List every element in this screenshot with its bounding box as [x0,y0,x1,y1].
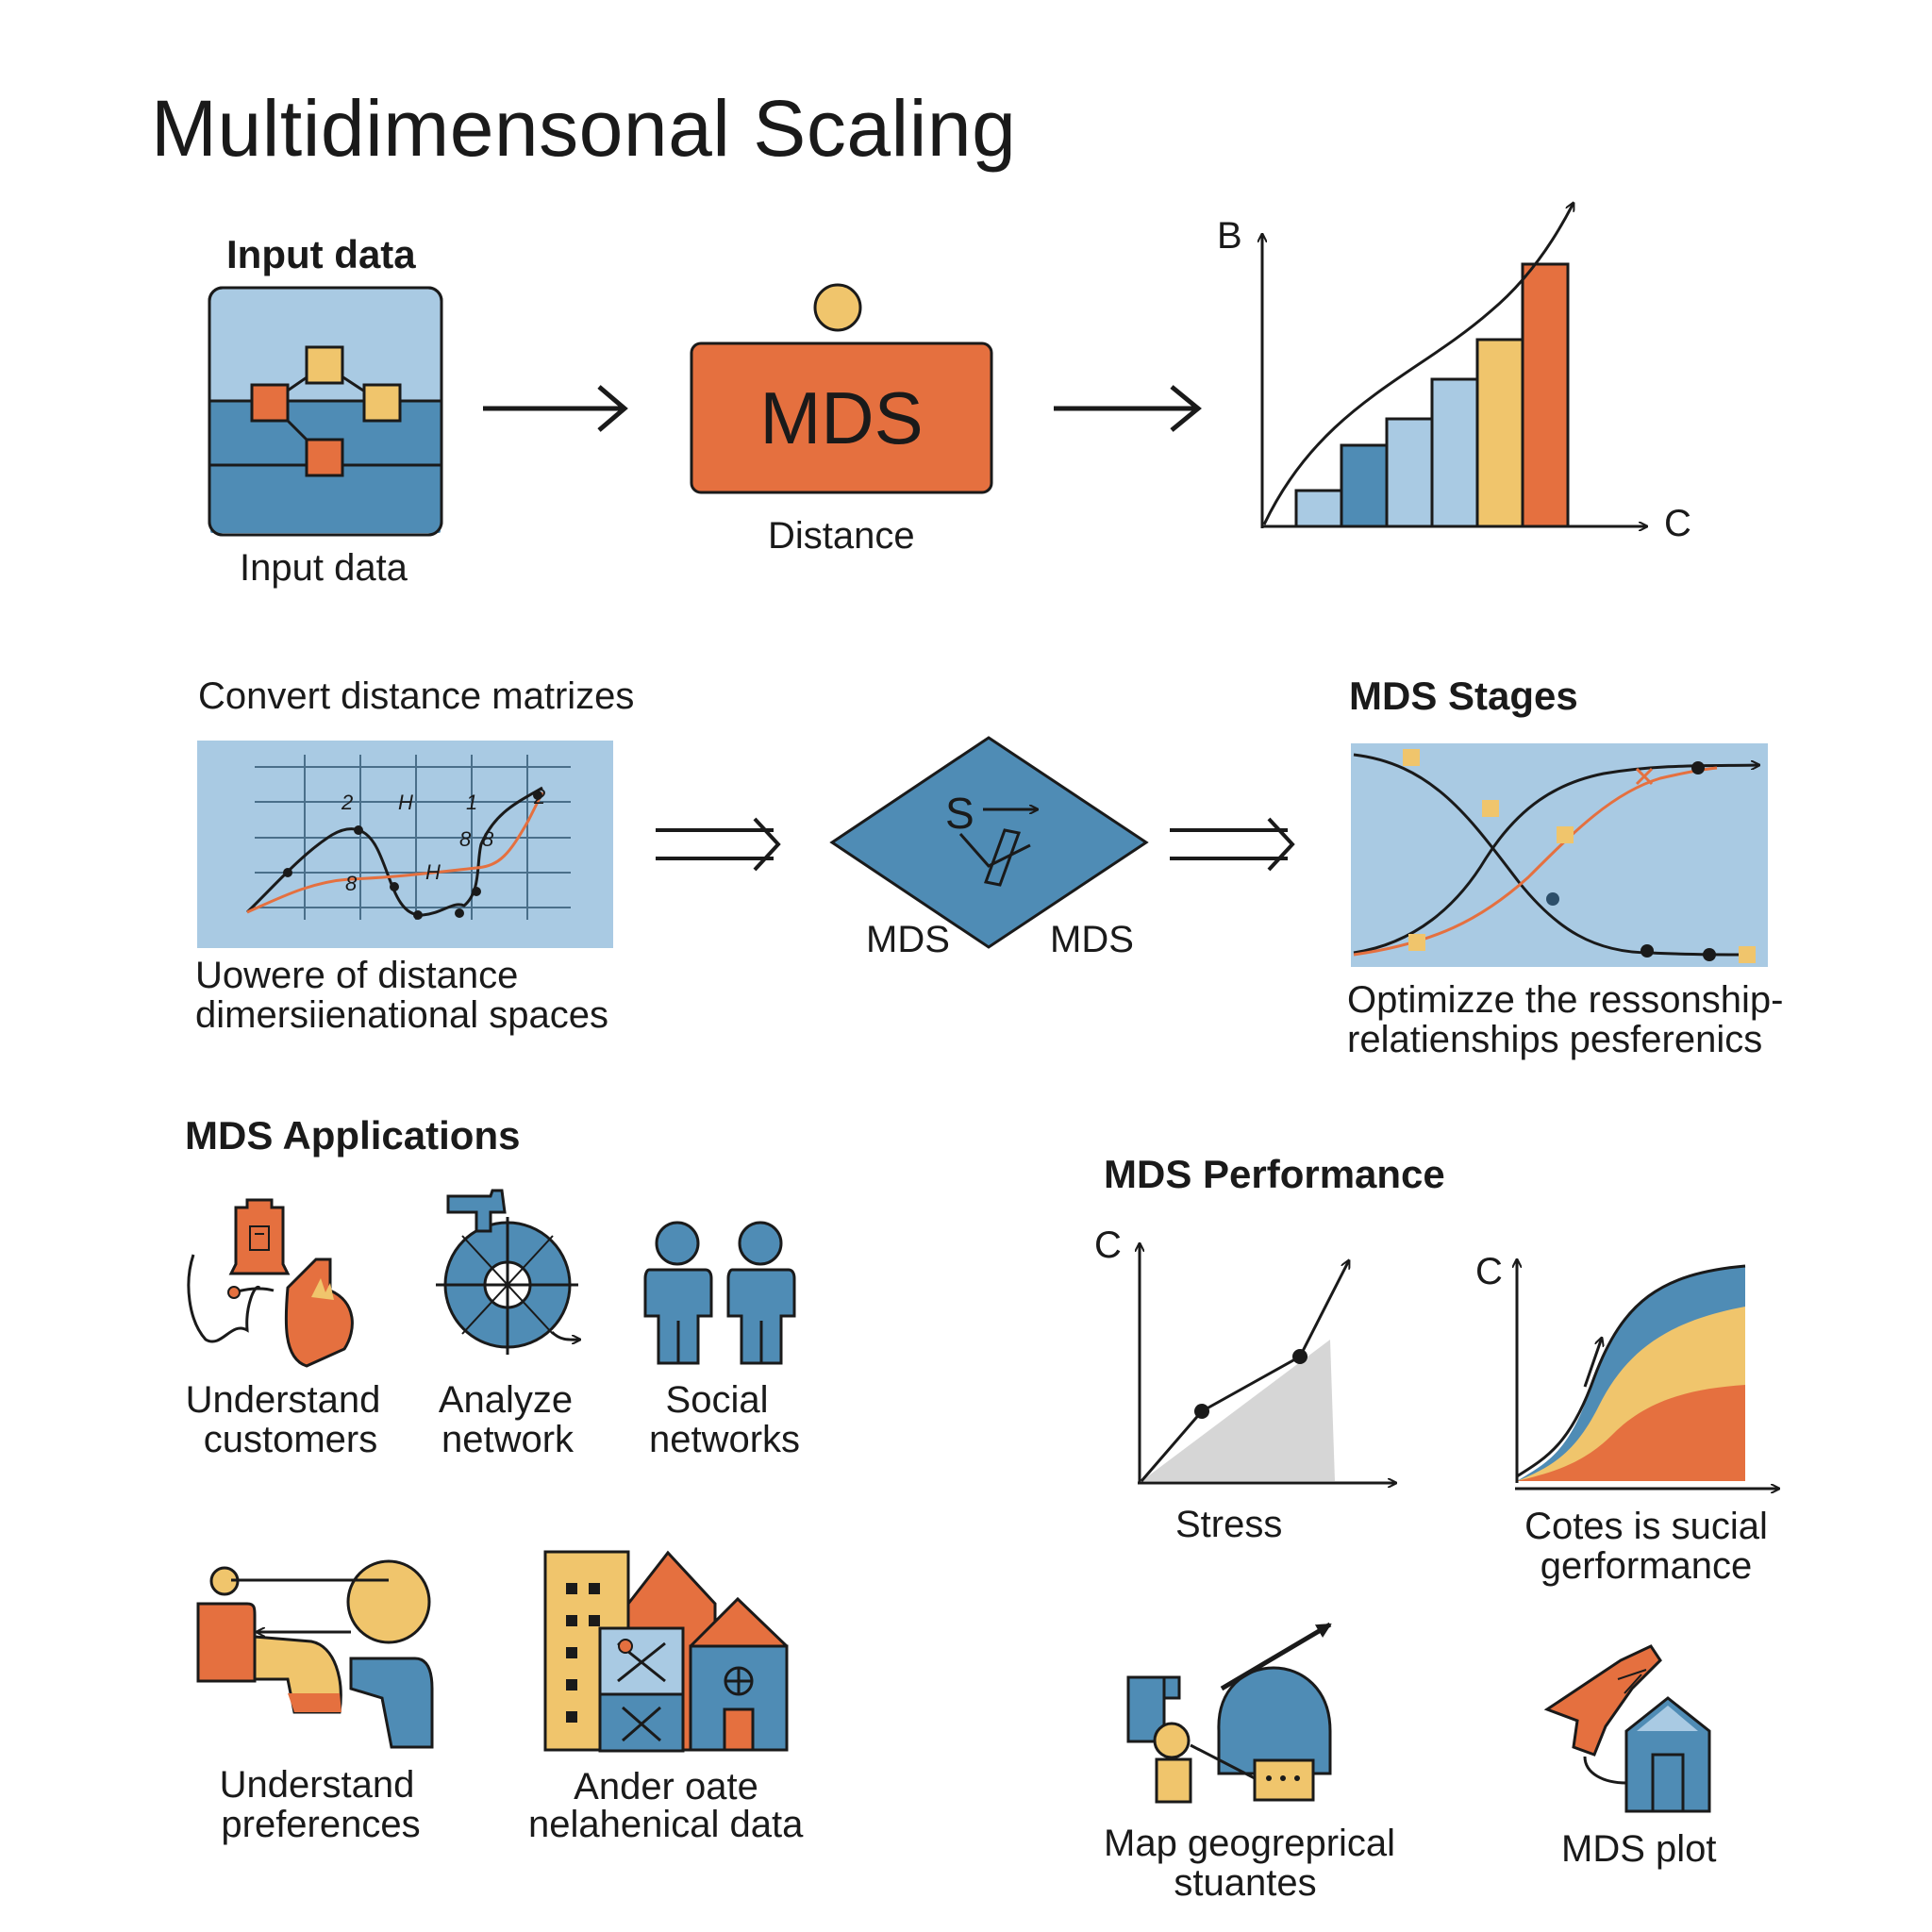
grid-label: 2 [341,791,354,814]
mds-stages-panel [1351,743,1768,967]
applications-heading: MDS Applications [185,1113,521,1158]
mds-box [690,283,993,494]
social-chart-caption-line2: gerformance [1540,1545,1753,1587]
top-bar-chart [1262,202,1647,528]
chart-bar [1385,417,1434,528]
app-preferences-line1: Understand [219,1764,415,1806]
grid-label: 1 [466,791,478,814]
input-data-heading: Input data [226,232,416,276]
chart-bar [1521,262,1570,528]
grid-label: 8 [345,872,358,895]
mds-box-label: MDS [759,376,924,459]
customers-icon [187,1198,354,1368]
app-customers-line1: Understand [185,1379,381,1421]
stress-chart-caption: Stress [1175,1504,1283,1545]
map-geographical-line2: stuantes [1174,1862,1317,1904]
convert-caption-line1: Uowere of distance [195,955,519,996]
stress-chart [1138,1243,1396,1483]
grid-label: 2 [534,785,546,808]
map-geographical-icon [1126,1622,1332,1804]
stages-caption-line1: Optimizze the ressonship- [1347,979,1784,1021]
social-chart-caption-line1: Cotes is sucial [1524,1506,1768,1547]
grid-label: 8 [482,827,494,851]
diamond-label-left: MDS [866,919,950,960]
stages-heading: MDS Stages [1349,674,1578,718]
app-preferences-line2: preferences [221,1804,421,1845]
mds-diamond [829,736,1149,949]
social-networks-icon [643,1221,796,1365]
stages-caption-line2: relatienships pesferenics [1347,1019,1763,1060]
input-data-caption: Input data [240,547,408,589]
stress-point [1194,1404,1209,1419]
stress-chart-y-label: C [1094,1224,1122,1266]
app-social-line1: Social [665,1379,769,1421]
app-numerical-line2: nelahenical data [528,1804,804,1845]
app-customers-line2: customers [203,1419,378,1460]
chart-bar [1294,489,1343,528]
chart-bar [1475,338,1524,528]
chart-bar [1430,377,1479,528]
chart-bar [1340,443,1389,528]
app-network-line2: network [441,1419,575,1460]
double-arrow-1 [656,817,781,872]
mds-caption: Distance [768,515,915,557]
preferences-icon [196,1559,434,1749]
grid-label: 8 [459,827,472,851]
convert-caption-line2: dimersiienational spaces [195,994,609,1036]
network-icon [436,1189,580,1355]
chart-y-label: B [1217,215,1242,257]
performance-heading: MDS Performance [1104,1152,1445,1196]
grid-label: H [398,791,413,814]
page-title: Multidimensonal Scaling [151,84,1017,173]
chart-x-label: C [1664,503,1691,544]
app-social-line2: networks [648,1419,801,1460]
input-data-icon [208,286,443,537]
distance-matrix-panel [197,741,613,948]
social-chart-y-label: C [1475,1251,1503,1292]
social-performance-chart [1515,1259,1779,1489]
mds-plot-caption: MDS plot [1561,1828,1717,1870]
app-network-line1: Analyze [438,1379,574,1421]
diamond-symbol: S [945,789,974,838]
double-arrow-2 [1170,817,1295,872]
convert-heading: Convert distance matrizes [198,675,635,717]
grid-label: H [425,860,441,884]
numerical-data-icon [543,1550,789,1753]
map-geographical-line1: Map geogreprical [1104,1823,1396,1864]
app-numerical-line1: Ander oate [574,1766,758,1807]
mds-plot-icon [1543,1644,1711,1813]
stress-point [1292,1349,1307,1364]
diamond-label-right: MDS [1050,919,1134,960]
